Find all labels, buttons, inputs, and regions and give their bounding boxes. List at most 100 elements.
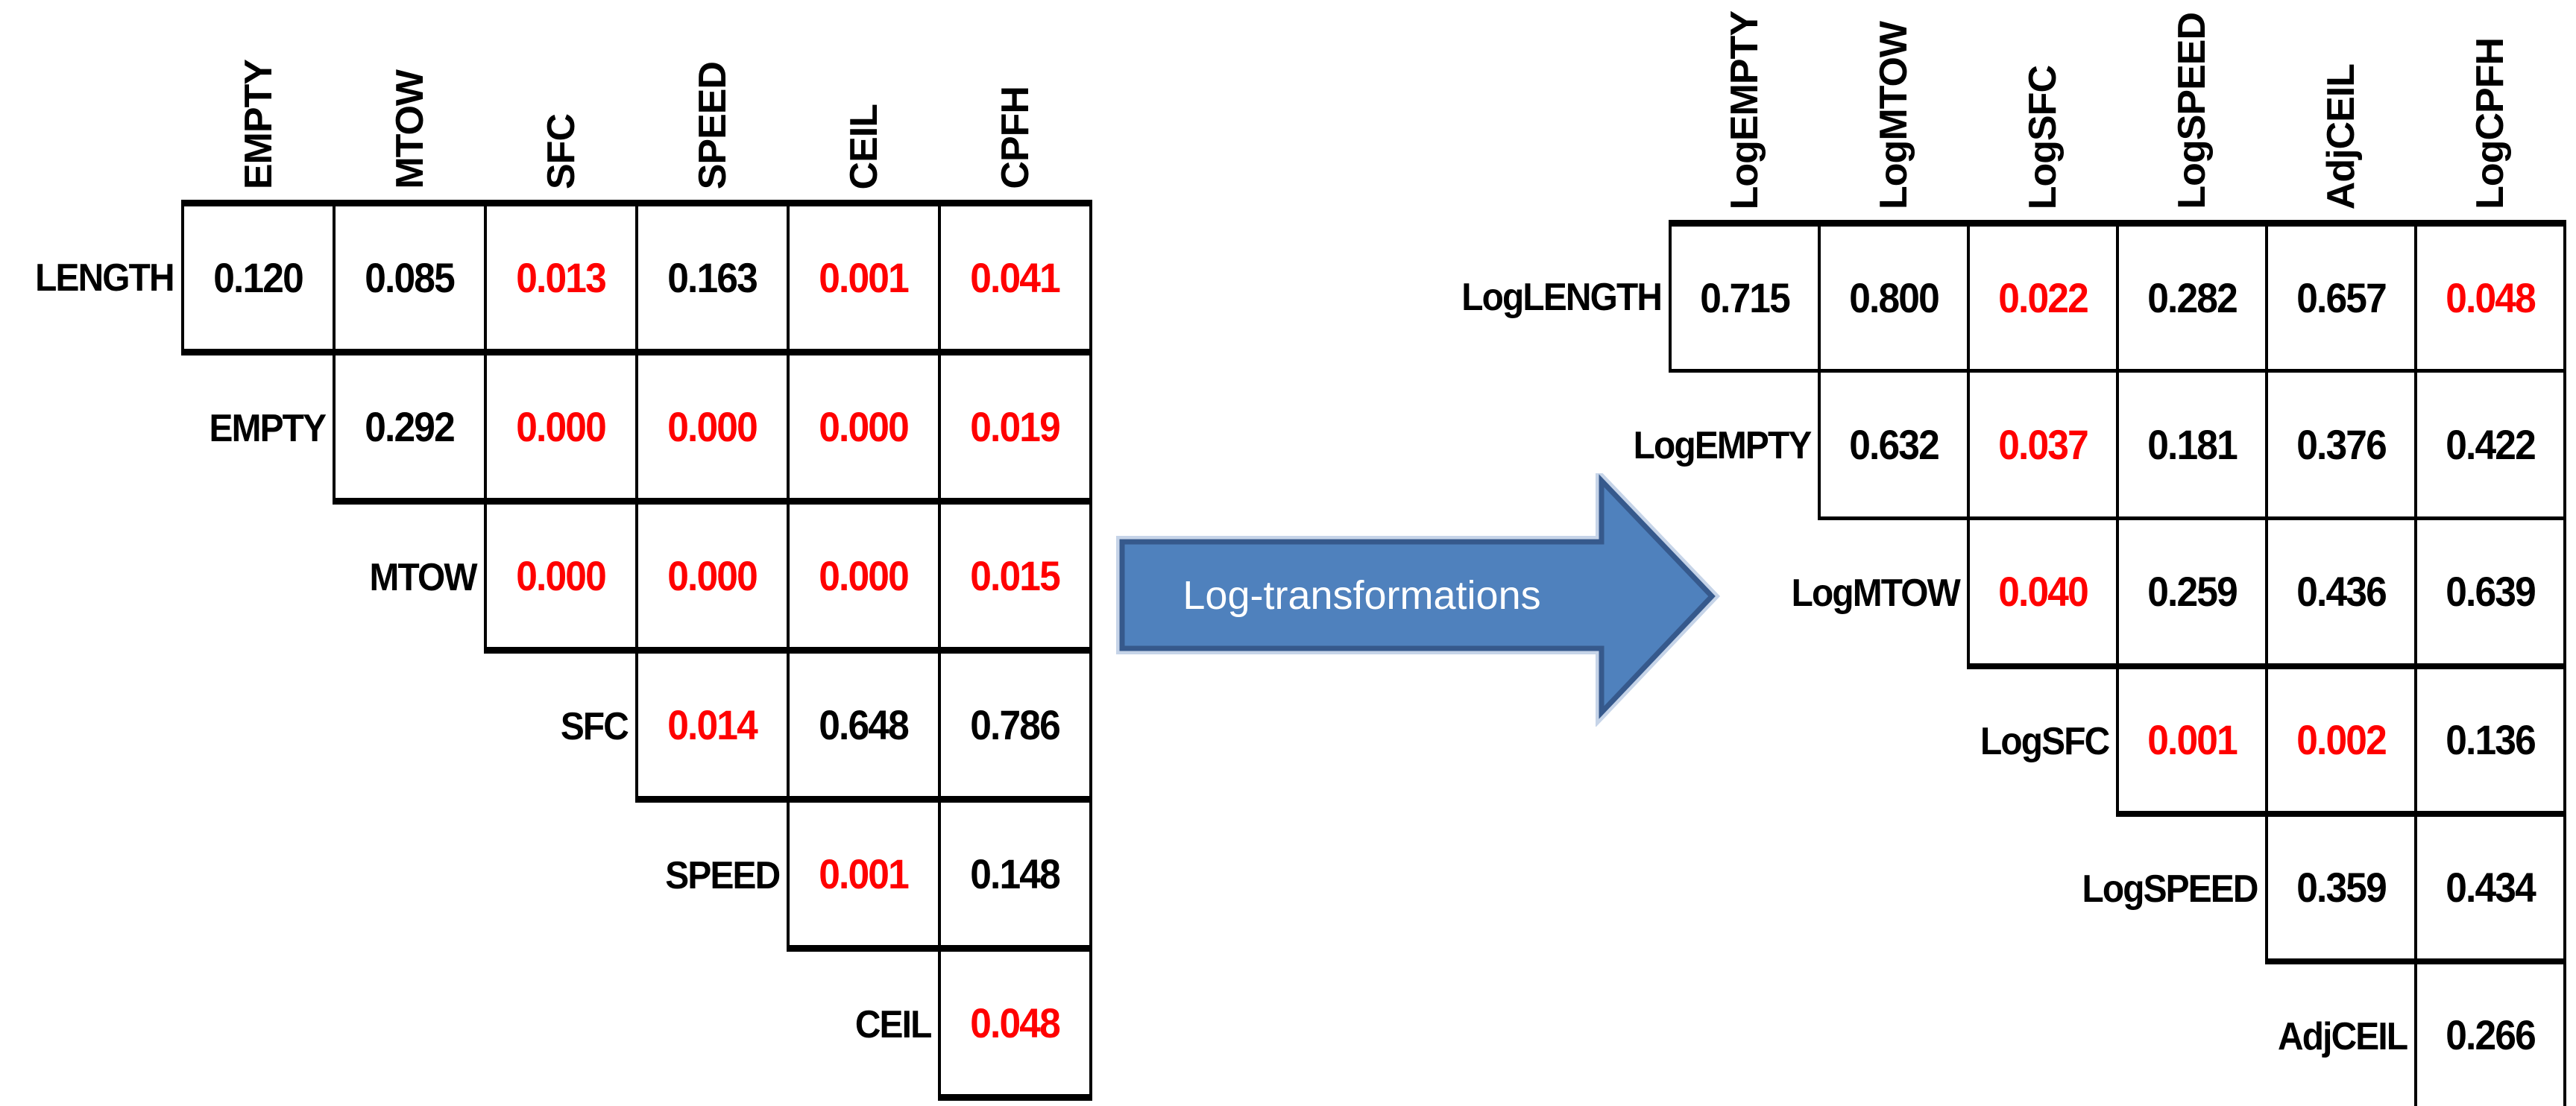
column-header: CPFH bbox=[939, 86, 1091, 200]
p-value-text: 0.359 bbox=[2296, 864, 2387, 911]
p-value-cell: 0.001 bbox=[787, 797, 941, 952]
column-header: LogEMPTY bbox=[1670, 11, 1819, 220]
table-row: CEIL 0.048 bbox=[22, 947, 1092, 1101]
column-header-label: LogSFC bbox=[2021, 65, 2065, 209]
p-value-text: 0.120 bbox=[213, 254, 305, 301]
p-value-cell: 0.000 bbox=[484, 499, 638, 654]
p-value-text: 0.001 bbox=[2147, 716, 2238, 763]
p-value-cell: 0.786 bbox=[938, 648, 1092, 803]
row-label-text: LENGTH bbox=[35, 256, 174, 300]
p-value-cell: 0.376 bbox=[2265, 369, 2417, 520]
p-value-text: 0.657 bbox=[2296, 274, 2387, 321]
column-header: AdjCEIL bbox=[2267, 64, 2416, 220]
p-value-text: 0.266 bbox=[2446, 1011, 2536, 1058]
arrow-label: Log-transformations bbox=[1182, 572, 1541, 618]
p-value-text: 0.259 bbox=[2147, 568, 2238, 616]
p-value-text: 0.436 bbox=[2296, 568, 2387, 616]
p-value-cell: 0.001 bbox=[2116, 664, 2268, 817]
p-value-text: 0.800 bbox=[1849, 274, 1940, 321]
p-value-cell: 0.000 bbox=[787, 350, 941, 505]
column-header-label: LogMTOW bbox=[1872, 22, 1915, 209]
row-label-text: SPEED bbox=[665, 853, 781, 897]
p-value-cell: 0.000 bbox=[787, 499, 941, 654]
right-arrow-icon bbox=[1116, 473, 1721, 727]
p-value-text: 0.292 bbox=[365, 403, 456, 450]
p-value-cell: 0.266 bbox=[2414, 959, 2566, 1106]
p-value-cell: 0.163 bbox=[635, 200, 790, 356]
row-label-text: LogMTOW bbox=[1791, 571, 1961, 615]
column-header: CEIL bbox=[788, 104, 939, 200]
row-label-text: EMPTY bbox=[209, 406, 326, 450]
p-value-cell: 0.136 bbox=[2414, 664, 2566, 817]
p-value-text: 0.434 bbox=[2446, 864, 2536, 911]
p-value-cell: 0.000 bbox=[635, 499, 790, 654]
column-headers-row: LogEMPTY LogMTOW LogSFC LogSPEED AdjCEIL LogC… bbox=[1429, 0, 2566, 220]
p-value-text: 0.048 bbox=[970, 999, 1062, 1046]
table-row: LogMTOW 0.040 0.259 0.436 0.639 bbox=[1429, 516, 2566, 669]
p-value-cell: 0.434 bbox=[2414, 812, 2566, 964]
column-headers-row: EMPTY MTOW SFC SPEED CEIL CPFH bbox=[22, 0, 1092, 200]
row-label: LogSPEED bbox=[1429, 814, 2267, 961]
p-value-text: 0.002 bbox=[2296, 716, 2387, 763]
p-value-cell: 0.436 bbox=[2265, 516, 2417, 669]
row-label-text: LogSPEED bbox=[2082, 867, 2259, 911]
p-value-cell: 0.014 bbox=[635, 648, 790, 803]
p-value-cell: 0.800 bbox=[1818, 220, 1970, 373]
row-label-text: CEIL bbox=[854, 1002, 931, 1046]
p-value-text: 0.048 bbox=[2446, 274, 2536, 321]
column-header-label: SFC bbox=[539, 114, 583, 189]
row-label-text: LogLENGTH bbox=[1461, 275, 1663, 319]
p-value-cell: 0.359 bbox=[2265, 812, 2417, 964]
row-label: LogEMPTY bbox=[1429, 371, 1819, 519]
row-label: MTOW bbox=[22, 502, 485, 651]
column-header-label: AdjCEIL bbox=[2320, 63, 2363, 209]
p-value-text: 0.014 bbox=[667, 701, 759, 748]
column-header-label: EMPTY bbox=[236, 59, 280, 189]
p-value-text: 0.022 bbox=[1998, 274, 2089, 321]
log-transform-arrow: Log-transformations bbox=[1115, 473, 1726, 727]
p-value-text: 0.422 bbox=[2446, 421, 2536, 468]
p-value-text: 0.136 bbox=[2446, 716, 2536, 763]
p-value-cell: 0.292 bbox=[333, 350, 487, 505]
p-value-cell: 0.000 bbox=[635, 350, 790, 505]
p-value-cell: 0.040 bbox=[1967, 516, 2119, 669]
p-value-text: 0.040 bbox=[1998, 568, 2089, 616]
column-header-label: LogEMPTY bbox=[1723, 10, 1766, 209]
table-row: LogSPEED 0.359 0.434 bbox=[1429, 812, 2566, 964]
row-label-text: MTOW bbox=[369, 555, 478, 599]
p-value-text: 0.376 bbox=[2296, 421, 2387, 468]
p-value-cell: 0.657 bbox=[2265, 220, 2417, 373]
p-value-cell: 0.085 bbox=[333, 200, 487, 356]
column-header-label: CPFH bbox=[993, 86, 1037, 189]
column-header-label: LogSPEED bbox=[2170, 13, 2214, 209]
column-header: LogCPFH bbox=[2416, 38, 2565, 220]
row-label: SPEED bbox=[22, 800, 788, 949]
row-label-text: LogSFC bbox=[1980, 719, 2110, 763]
column-header: LogSFC bbox=[1968, 66, 2117, 220]
column-header-label: SPEED bbox=[690, 61, 734, 189]
p-value-text: 0.181 bbox=[2147, 421, 2238, 468]
row-label: LogSFC bbox=[1429, 666, 2117, 814]
p-value-text: 0.639 bbox=[2446, 568, 2536, 616]
row-label-text: LogEMPTY bbox=[1633, 423, 1812, 467]
arrow-shape bbox=[1119, 474, 1716, 719]
column-header: MTOW bbox=[334, 70, 485, 200]
p-value-cell: 0.022 bbox=[1967, 220, 2119, 373]
p-value-text: 0.163 bbox=[667, 254, 759, 301]
p-value-text: 0.013 bbox=[516, 254, 608, 301]
p-value-cell: 0.001 bbox=[787, 200, 941, 356]
p-value-cell: 0.013 bbox=[484, 200, 638, 356]
column-header-label: CEIL bbox=[842, 104, 886, 189]
column-header: SPEED bbox=[637, 62, 788, 200]
p-value-text: 0.632 bbox=[1849, 421, 1940, 468]
p-value-cell: 0.632 bbox=[1818, 369, 1970, 520]
right-pvalue-matrix: LogEMPTY LogMTOW LogSFC LogSPEED AdjCEIL LogC… bbox=[1429, 0, 2566, 1106]
p-value-cell: 0.715 bbox=[1669, 220, 1821, 373]
row-label: LogMTOW bbox=[1429, 519, 1968, 666]
